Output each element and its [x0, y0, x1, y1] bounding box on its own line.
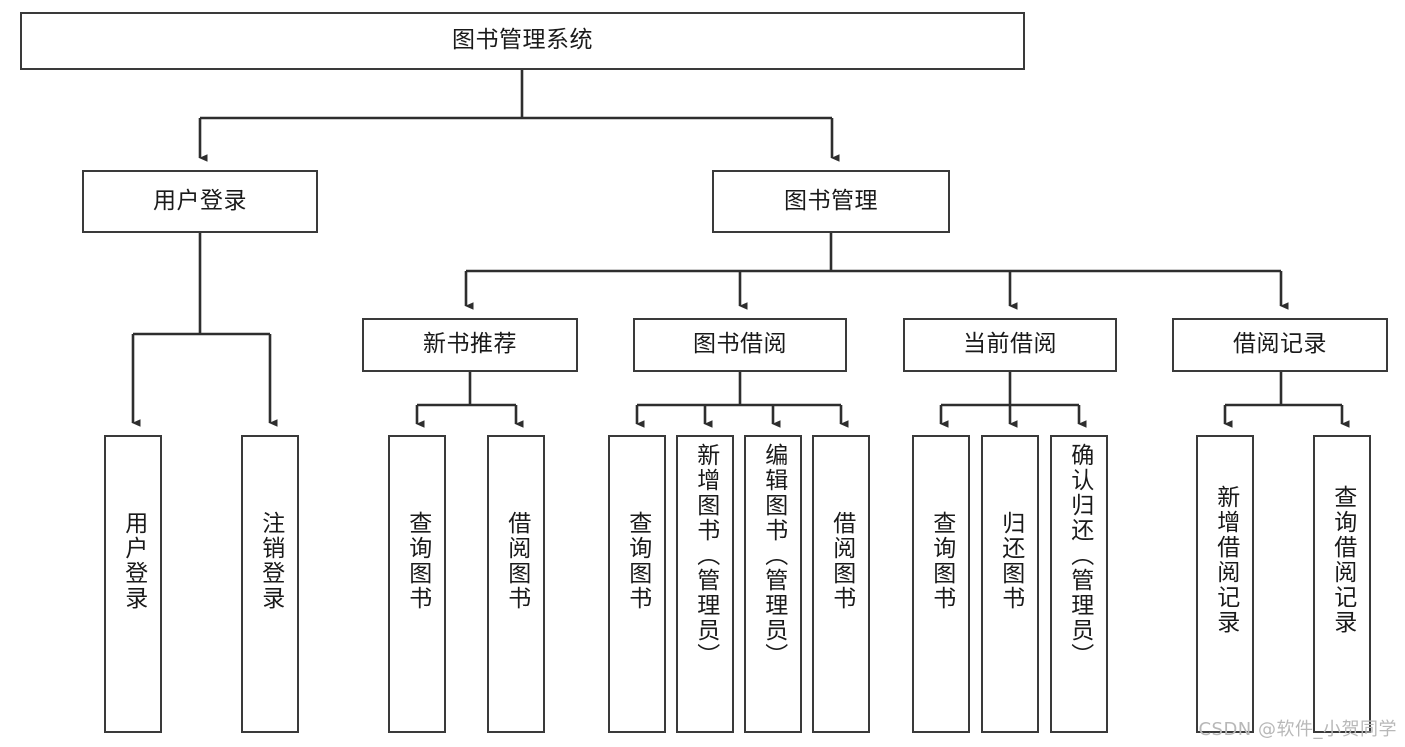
- leaf-query-book-current[interactable]: 查询图书: [912, 435, 970, 733]
- leaf-edit-book-admin[interactable]: 编辑图书（管理员）: [744, 435, 802, 733]
- node-label: 确认归还（管理员）: [1066, 443, 1093, 668]
- node-label: 注销登录: [257, 511, 284, 611]
- node-label: 借阅图书: [828, 511, 855, 611]
- leaf-logout[interactable]: 注销登录: [241, 435, 299, 733]
- leaf-add-book-admin[interactable]: 新增图书（管理员）: [676, 435, 734, 733]
- node-label: 图书借阅: [693, 331, 787, 358]
- node-current-borrow[interactable]: 当前借阅: [903, 318, 1117, 372]
- leaf-borrow-book-recommend[interactable]: 借阅图书: [487, 435, 545, 733]
- node-label: 新增图书（管理员）: [692, 443, 719, 668]
- node-label: 图书管理系统: [452, 27, 593, 54]
- node-label: 归还图书: [997, 511, 1024, 611]
- leaf-query-book-borrow[interactable]: 查询图书: [608, 435, 666, 733]
- leaf-confirm-return-admin[interactable]: 确认归还（管理员）: [1050, 435, 1108, 733]
- node-label: 借阅记录: [1233, 331, 1327, 358]
- leaf-user-login[interactable]: 用户登录: [104, 435, 162, 733]
- node-label: 新增借阅记录: [1212, 485, 1239, 635]
- node-book-borrow[interactable]: 图书借阅: [633, 318, 847, 372]
- node-user-login[interactable]: 用户登录: [82, 170, 318, 233]
- node-book-management[interactable]: 图书管理: [712, 170, 950, 233]
- node-root-system[interactable]: 图书管理系统: [20, 12, 1025, 70]
- leaf-borrow-book[interactable]: 借阅图书: [812, 435, 870, 733]
- node-label: 借阅图书: [503, 511, 530, 611]
- node-label: 查询图书: [624, 511, 651, 611]
- leaf-query-borrow-record[interactable]: 查询借阅记录: [1313, 435, 1371, 733]
- node-label: 图书管理: [784, 187, 878, 214]
- leaf-query-book-recommend[interactable]: 查询图书: [388, 435, 446, 733]
- node-new-book-recommend[interactable]: 新书推荐: [362, 318, 578, 372]
- node-label: 用户登录: [153, 187, 247, 214]
- node-label: 查询图书: [404, 511, 431, 611]
- node-label: 新书推荐: [423, 331, 517, 358]
- leaf-add-borrow-record[interactable]: 新增借阅记录: [1196, 435, 1254, 733]
- node-label: 当前借阅: [963, 331, 1057, 358]
- node-borrow-record[interactable]: 借阅记录: [1172, 318, 1388, 372]
- node-label: 查询图书: [928, 511, 955, 611]
- node-label: 编辑图书（管理员）: [760, 443, 787, 668]
- watermark: CSDN @软件_小贺同学: [1198, 719, 1397, 740]
- node-label: 查询借阅记录: [1329, 485, 1356, 635]
- leaf-return-book[interactable]: 归还图书: [981, 435, 1039, 733]
- node-label: 用户登录: [120, 511, 147, 611]
